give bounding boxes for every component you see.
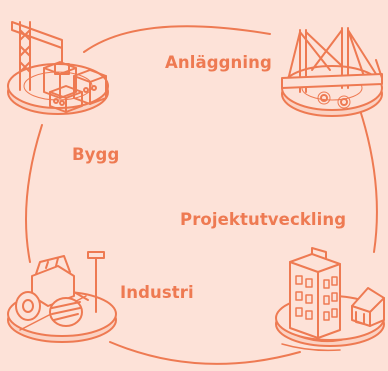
arc-right [359,109,378,253]
label-bygg: Bygg [72,145,120,164]
roller-streetlight-icon [7,251,117,343]
buildings-icon [275,247,385,352]
label-anlaggning: Anläggning [165,53,272,72]
bridge-icon [281,27,383,117]
arc-left [25,124,43,263]
label-industri: Industri [120,283,194,302]
arc-top [83,25,271,53]
label-projektutveckling: Projektutveckling [180,210,347,229]
arc-bottom [109,341,301,365]
crane-blocks-icon [7,21,109,115]
